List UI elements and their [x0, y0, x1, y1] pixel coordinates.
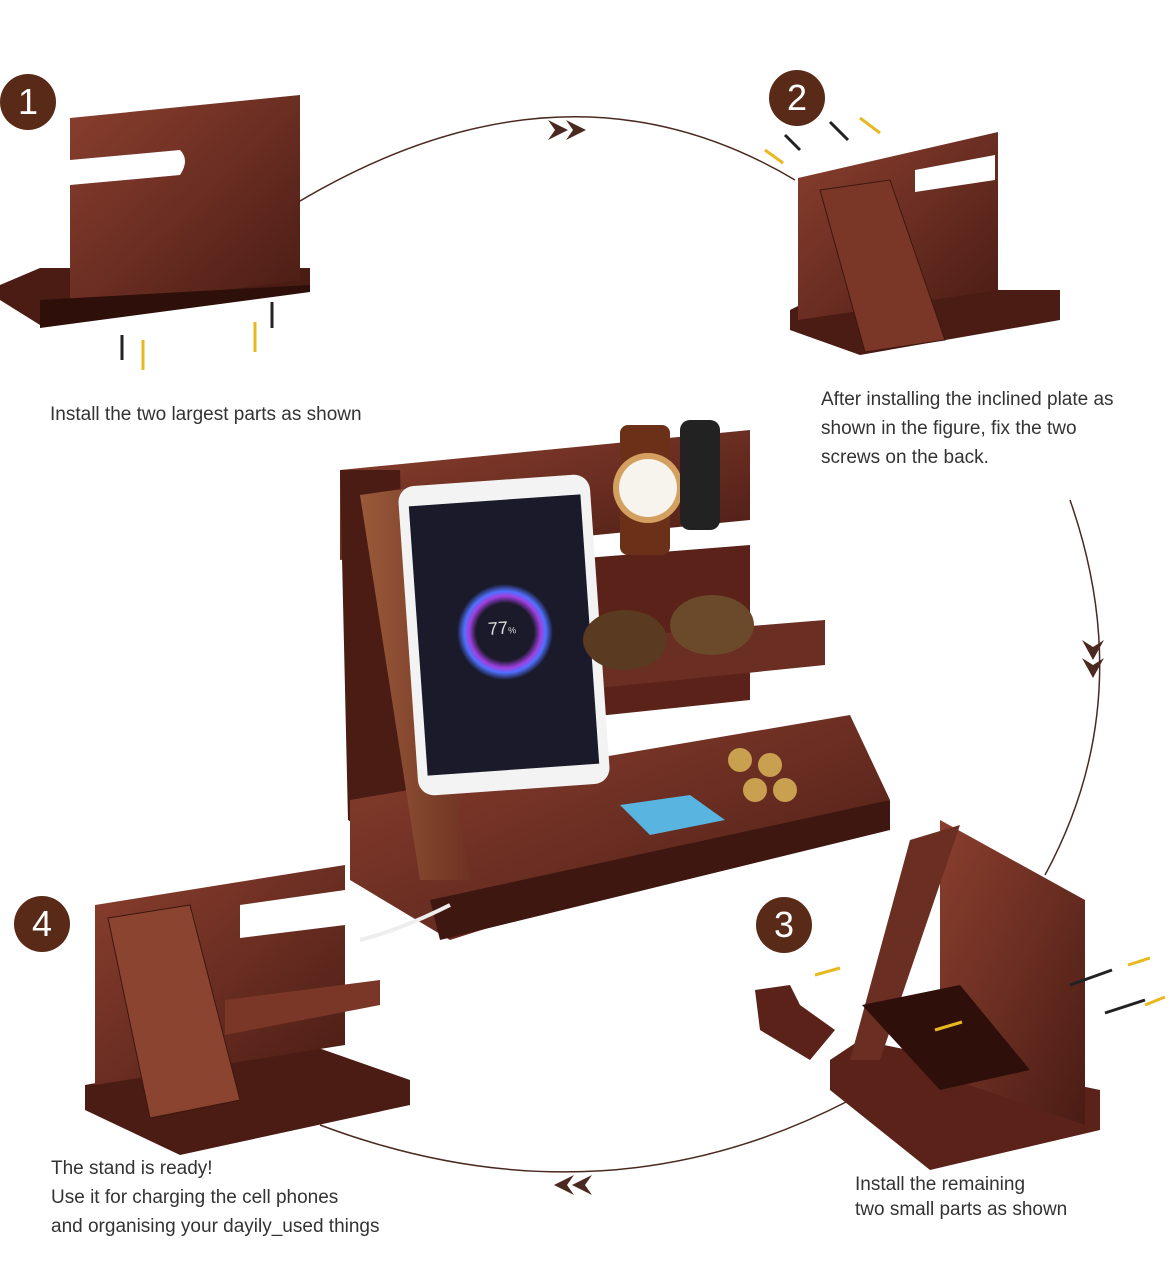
battery-percent: 77: [487, 617, 509, 639]
step1-caption: Install the two largest parts as shown: [50, 400, 362, 429]
arc-step2-to-3: [1044, 499, 1101, 876]
caption-line: The stand is ready!: [51, 1158, 213, 1179]
step1-illustration: [0, 95, 310, 370]
finished-stand-photo: [340, 420, 890, 942]
step3-caption: Install the remaining two small parts as…: [855, 1172, 1067, 1222]
phone-battery-readout: 77%: [487, 617, 516, 640]
arc-step3-to-4: [319, 1099, 851, 1173]
caption-line: two small parts as shown: [855, 1199, 1068, 1220]
step2-caption: After installing the inclined plate as s…: [821, 385, 1114, 472]
step3-illustration: [755, 820, 1166, 1170]
step-badge-3: 3: [756, 897, 812, 953]
caption-line: Install the remaining: [855, 1174, 1026, 1195]
step2-illustration: [764, 116, 1060, 355]
step-badge-2: 2: [769, 70, 825, 126]
caption-line: Use it for charging the cell phones: [51, 1187, 339, 1208]
caption-line: shown in the figure, fix the two: [821, 418, 1077, 439]
caption-line: screws on the back.: [821, 447, 989, 468]
double-chevron-right-icon: [548, 120, 586, 140]
caption-line: Install the two largest parts as shown: [50, 404, 362, 425]
caption-line: and organising your dayily_used things: [51, 1216, 380, 1237]
step4-illustration: [85, 865, 410, 1155]
step-badge-1: 1: [0, 74, 56, 130]
double-chevron-down-icon: [1082, 640, 1104, 678]
double-chevron-left-icon: [554, 1175, 592, 1195]
caption-line: After installing the inclined plate as: [821, 389, 1114, 410]
battery-unit: %: [507, 625, 517, 636]
step-badge-4: 4: [14, 896, 70, 952]
step4-caption: The stand is ready! Use it for charging …: [51, 1154, 380, 1241]
arc-step1-to-2: [284, 116, 796, 211]
flow-arrows: [284, 116, 1101, 1173]
